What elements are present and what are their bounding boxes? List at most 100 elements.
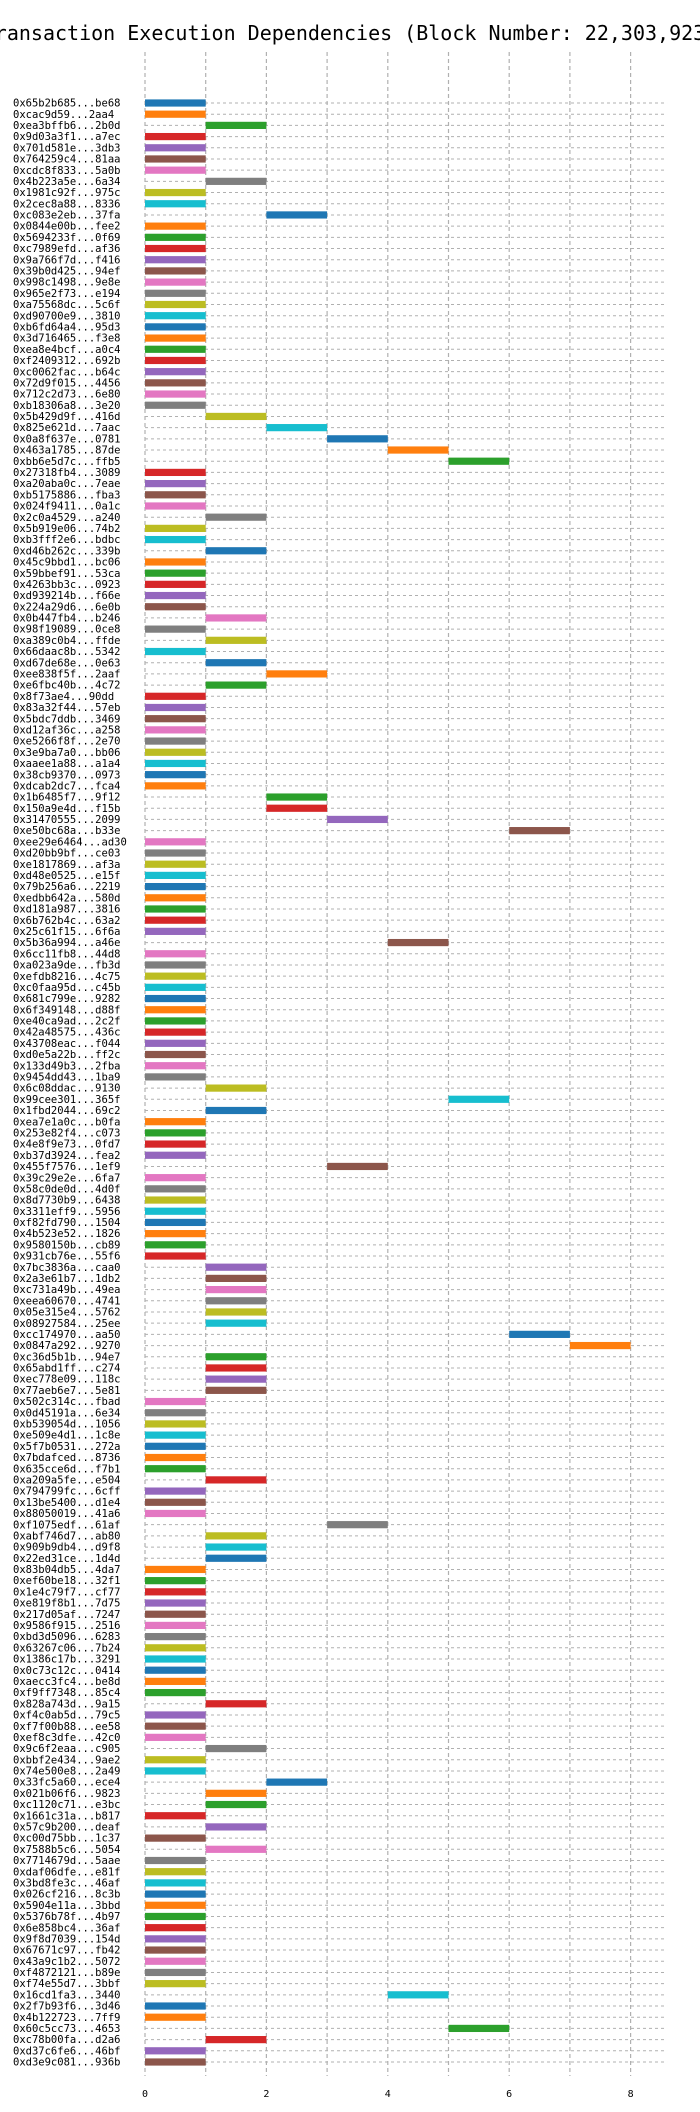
y-tick-label: 0x25c61f15...6f6a — [13, 926, 120, 938]
tx-bar — [145, 155, 206, 163]
y-tick-label: 0xef8c3dfe...42c0 — [13, 1732, 120, 1744]
tx-bar — [145, 1565, 206, 1574]
tx-bar — [145, 726, 206, 734]
tx-bar — [145, 1509, 206, 1518]
y-tick-label: 0x27318fb4...3089 — [13, 467, 120, 479]
y-tick-label: 0x60c5cc73...4653 — [13, 2023, 120, 2035]
tx-bar — [448, 2024, 510, 2033]
tx-bar — [145, 267, 206, 275]
tx-bar — [145, 1644, 206, 1652]
y-tick-label: 0xf4872121...b89e — [13, 1967, 120, 1979]
y-tick-label: 0x5bdc7ddb...3469 — [13, 713, 120, 725]
y-tick-label: 0x05e315e4...5762 — [13, 1307, 120, 1319]
tx-bar — [145, 1431, 206, 1439]
tx-bar — [145, 558, 206, 566]
y-tick-label: 0x1386c17b...3291 — [13, 1654, 120, 1666]
tx-bar — [145, 1957, 206, 1965]
tx-bar — [145, 1868, 206, 1876]
y-tick-label: 0xe819f8b1...7d75 — [13, 1598, 120, 1610]
tx-bar — [145, 894, 206, 902]
tx-bar — [145, 1834, 206, 1842]
tx-bar — [145, 737, 206, 745]
tx-bar — [205, 1084, 267, 1092]
y-tick-label: 0xf74e55d7...3bbf — [13, 1978, 120, 1990]
tx-bar — [145, 334, 206, 342]
y-tick-label: 0xe6fbc40b...4c72 — [13, 680, 120, 692]
tx-bar — [145, 345, 206, 353]
y-tick-label: 0x681c799e...9282 — [13, 993, 120, 1005]
tx-bar — [145, 1006, 206, 1014]
y-tick-label: 0xdcab2dc7...fca4 — [13, 780, 120, 792]
tx-bar — [145, 782, 206, 790]
y-tick-label: 0xea3bffb6...2b0d — [13, 120, 120, 132]
tx-bar — [205, 412, 267, 421]
tx-bar — [205, 547, 267, 555]
y-tick-label: 0x5b919e06...74b2 — [13, 523, 120, 535]
y-tick-label: 0x6b762b4c...63a2 — [13, 915, 120, 927]
y-tick-label: 0xcac9d59...2aa4 — [13, 109, 114, 121]
y-tick-label: 0x39c29e2e...6fa7 — [13, 1172, 120, 1184]
tx-bar — [205, 1285, 267, 1294]
y-tick-label: 0x0b447fb4...b246 — [13, 613, 120, 625]
tx-bar — [145, 1151, 206, 1159]
y-tick-label: 0x88050019...41a6 — [13, 1508, 120, 1520]
y-tick-label: 0xf7f00b88...ee58 — [13, 1721, 120, 1733]
tx-bar — [145, 1901, 206, 1909]
y-tick-label: 0xb18306a8...3e20 — [13, 400, 120, 412]
tx-bar — [205, 659, 267, 667]
y-tick-label: 0x67671c97...fb42 — [13, 1945, 120, 1957]
tx-bar — [145, 1767, 206, 1775]
y-tick-label: 0x5f7b0531...272a — [13, 1441, 120, 1453]
tx-bar — [145, 1677, 206, 1685]
tx-bar — [145, 1453, 206, 1462]
tx-bar — [145, 1655, 206, 1663]
tx-bar — [145, 233, 206, 241]
tx-bar — [145, 2058, 206, 2066]
y-tick-label: 0xd12af36c...a258 — [13, 724, 120, 736]
tx-bar — [145, 1174, 206, 1182]
y-tick-label: 0xb37d3924...fea2 — [13, 1150, 120, 1162]
y-tick-label: 0x0a8f637e...0781 — [13, 433, 120, 445]
y-tick-label: 0x4b122723...7ff9 — [13, 2012, 120, 2024]
y-tick-label: 0x133d49b3...2fba — [13, 1060, 120, 1072]
y-tick-label: 0x1b6485f7...9f12 — [13, 792, 120, 804]
y-tick-label: 0xa023a9de...fb3d — [13, 960, 120, 972]
y-tick-label: 0xc1120c71...e3bc — [13, 1799, 120, 1811]
y-tick-label: 0x1fbd2044...69c2 — [13, 1105, 120, 1117]
tx-bar — [205, 1386, 267, 1394]
y-tick-label: 0xd0e5a22b...ff2c — [13, 1049, 120, 1061]
tx-bar — [145, 625, 206, 633]
y-tick-label: 0x0844e00b...fee2 — [13, 221, 120, 233]
y-tick-label: 0xd181a987...3816 — [13, 904, 120, 916]
y-tick-label: 0xd67de68e...0e63 — [13, 657, 120, 669]
tx-bar — [145, 524, 206, 532]
x-tick-label: 4 — [385, 2089, 391, 2100]
x-tick-label: 8 — [628, 2089, 634, 2100]
tx-bar — [145, 300, 206, 309]
tx-bar — [205, 614, 267, 622]
y-tick-label: 0x909b9db4...d9f8 — [13, 1542, 120, 1554]
tx-bar — [387, 1991, 449, 1999]
tx-bar — [145, 927, 206, 935]
y-tick-label: 0xeea60670...4741 — [13, 1295, 120, 1307]
tx-bar — [145, 591, 206, 600]
y-tick-label: 0x5694233f...0f69 — [13, 232, 120, 244]
tx-bar — [145, 1140, 206, 1148]
tx-bar — [266, 424, 328, 432]
y-tick-label: 0xd37c6fe6...46bf — [13, 2045, 120, 2057]
tx-bar — [145, 1218, 206, 1227]
y-tick-label: 0x701d581e...3db3 — [13, 142, 120, 154]
y-tick-label: 0x9580150b...cb89 — [13, 1239, 120, 1251]
tx-bar — [145, 1118, 206, 1126]
tx-bar — [205, 1297, 267, 1305]
tx-bar — [205, 1532, 267, 1540]
y-tick-label: 0xa209a5fe...e504 — [13, 1474, 120, 1486]
y-tick-label: 0x66daac8b...5342 — [13, 646, 120, 658]
y-tick-label: 0x2f7b93f6...3d46 — [13, 2001, 120, 2013]
tx-bar — [205, 1744, 267, 1753]
y-tick-label: 0x224a29d6...6e0b — [13, 601, 120, 613]
tx-bar — [145, 1980, 206, 1988]
tx-bar — [145, 1688, 206, 1697]
y-tick-label: 0x43a9c1b2...5072 — [13, 1956, 120, 1968]
tx-bar — [145, 692, 206, 700]
